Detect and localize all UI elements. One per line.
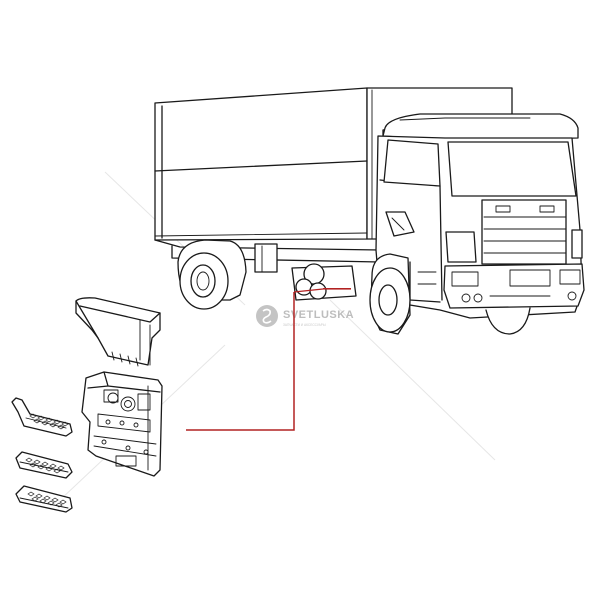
leader-stub — [293, 288, 324, 293]
front-wheel — [369, 253, 531, 335]
step-tread-icon — [15, 485, 73, 513]
truck-illustration — [154, 87, 585, 335]
leader-line — [186, 292, 295, 431]
watermark-tagline: ЗАПЧАСТИ И АКСЕССУАРЫ — [283, 323, 326, 327]
step-tread-icon — [15, 451, 73, 479]
chassis — [154, 239, 381, 301]
rear-wheel — [177, 239, 247, 310]
callout-pin — [323, 288, 351, 290]
step-tread-icon — [11, 397, 73, 437]
step-cover-icon — [75, 297, 161, 367]
watermark-brand: SVETLUSKA — [283, 309, 354, 321]
truck-cab — [375, 113, 585, 319]
step-bracket-icon — [81, 371, 163, 477]
watermark: SVETLUSKA ЗАПЧАСТИ И АКСЕССУАРЫ — [256, 305, 354, 327]
